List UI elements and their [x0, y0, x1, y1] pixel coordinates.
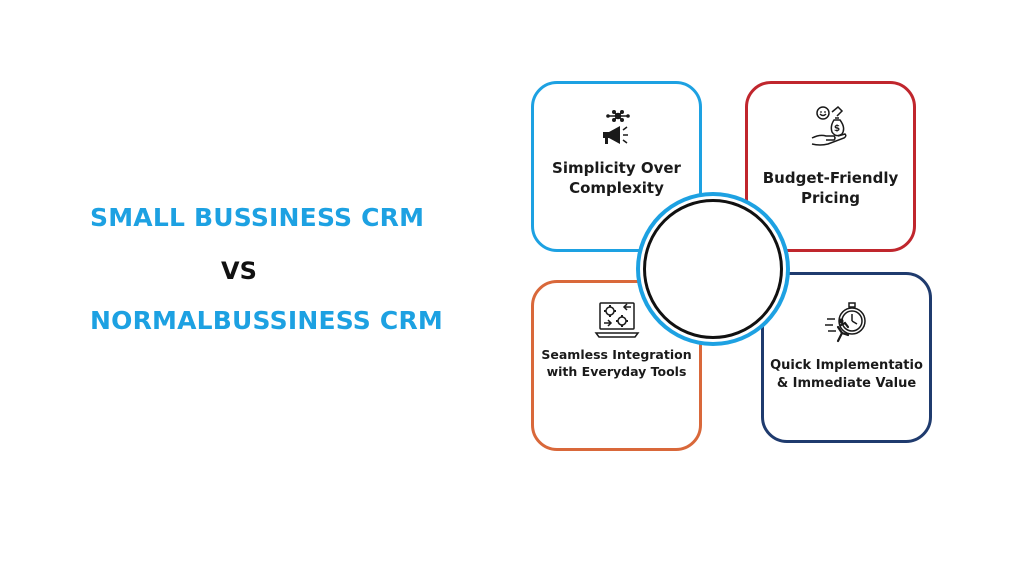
stopwatch-runner-icon	[824, 302, 866, 343]
card-simplicity-line1: Simplicity Over	[552, 159, 681, 177]
center-circle-inner	[643, 199, 783, 339]
card-simplicity: Simplicity Over Complexity	[531, 81, 702, 252]
card-seamless-line2: with Everyday Tools	[546, 363, 687, 379]
card-quick-label: Quick Implementatio & Immediate Value	[768, 357, 925, 392]
center-circle	[636, 192, 790, 346]
laptop-gears-icon	[594, 302, 639, 338]
card-quick: Quick Implementatio & Immediate Value	[761, 272, 932, 443]
svg-text:$: $	[833, 124, 839, 134]
card-budget-label: Budget-Friendly Pricing	[752, 168, 909, 209]
card-quick-line1: Quick Implementatio	[770, 358, 923, 373]
vs-label: VS	[221, 257, 257, 285]
card-simplicity-label: Simplicity Over Complexity	[538, 158, 695, 199]
card-seamless-line1: Seamless Integration	[541, 347, 692, 362]
hand-money-bag-icon: $	[811, 105, 847, 146]
network-megaphone-icon	[602, 110, 630, 144]
card-budget-line2: Pricing	[801, 189, 860, 208]
card-seamless: Seamless Integration with Everyday Tools	[531, 280, 702, 451]
card-simplicity-line2: Complexity	[569, 179, 664, 198]
card-seamless-label: Seamless Integration with Everyday Tools	[538, 347, 695, 381]
card-budget-line1: Budget-Friendly	[762, 169, 899, 187]
title-small-business-crm: SMALL BUSSINESS CRM	[90, 203, 425, 232]
card-quick-line2: & Immediate Value	[776, 375, 917, 391]
title-normal-business-crm: NORMALBUSSINESS CRM	[90, 306, 443, 335]
